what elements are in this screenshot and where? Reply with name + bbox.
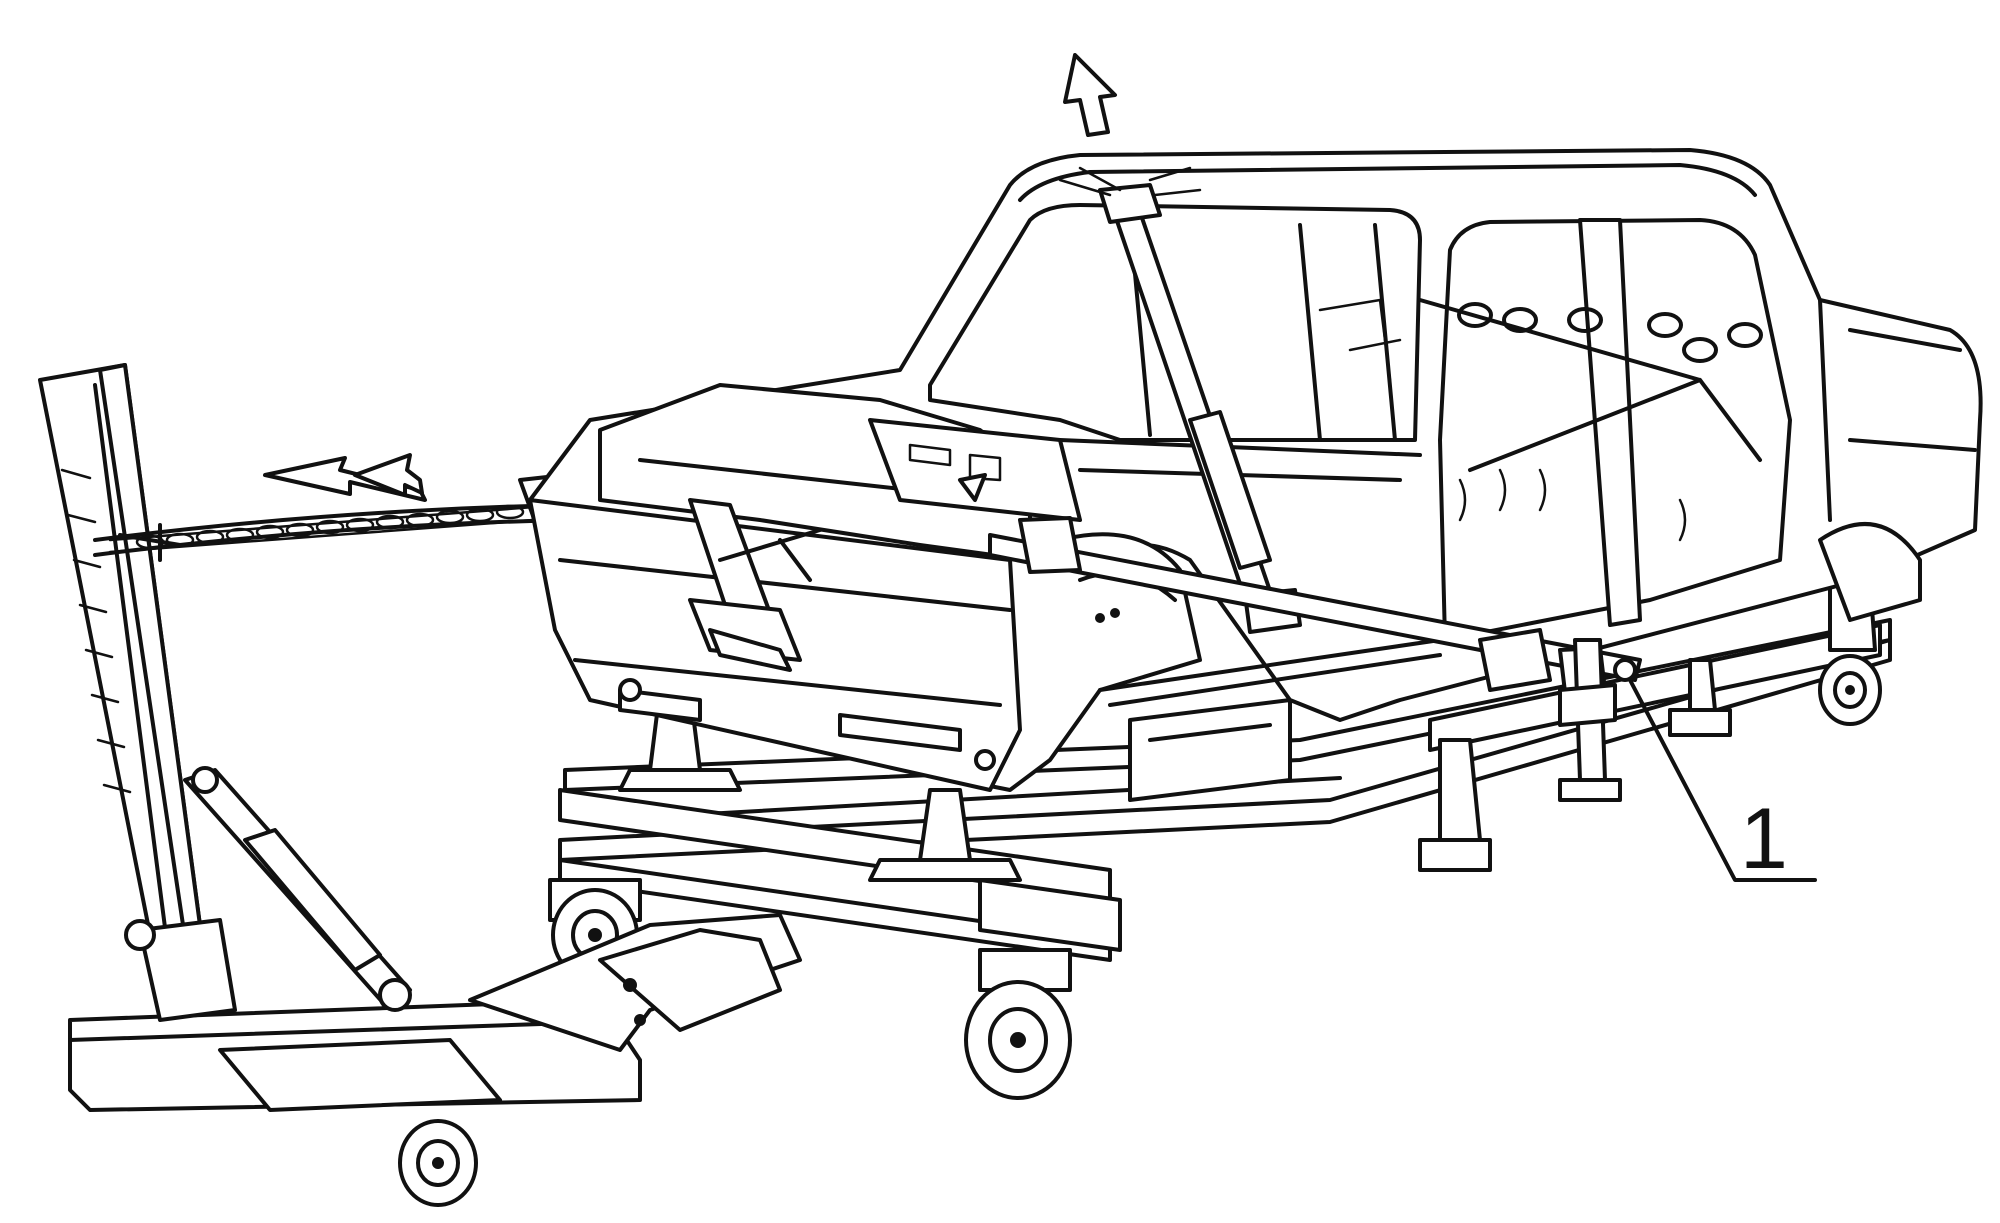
arrow-up-outline-icon (1063, 53, 1117, 137)
callout-1: 1 (1628, 678, 1817, 887)
pulling-tower (38, 363, 802, 1112)
callout-number: 1 (1740, 791, 1788, 887)
straightening-frame (548, 578, 1892, 992)
caster-wheel (398, 1119, 478, 1207)
car-body-shell (528, 148, 1983, 792)
support-column (1558, 638, 1637, 802)
caster-wheel (964, 980, 1072, 1100)
double-arrow-left-outline-icon (263, 453, 427, 502)
caster-wheel (1818, 654, 1882, 726)
measuring-bar (988, 516, 1642, 694)
telescopic-strut (1058, 166, 1302, 634)
roof-panel-holes (1457, 302, 1763, 363)
chain-links (135, 504, 525, 550)
